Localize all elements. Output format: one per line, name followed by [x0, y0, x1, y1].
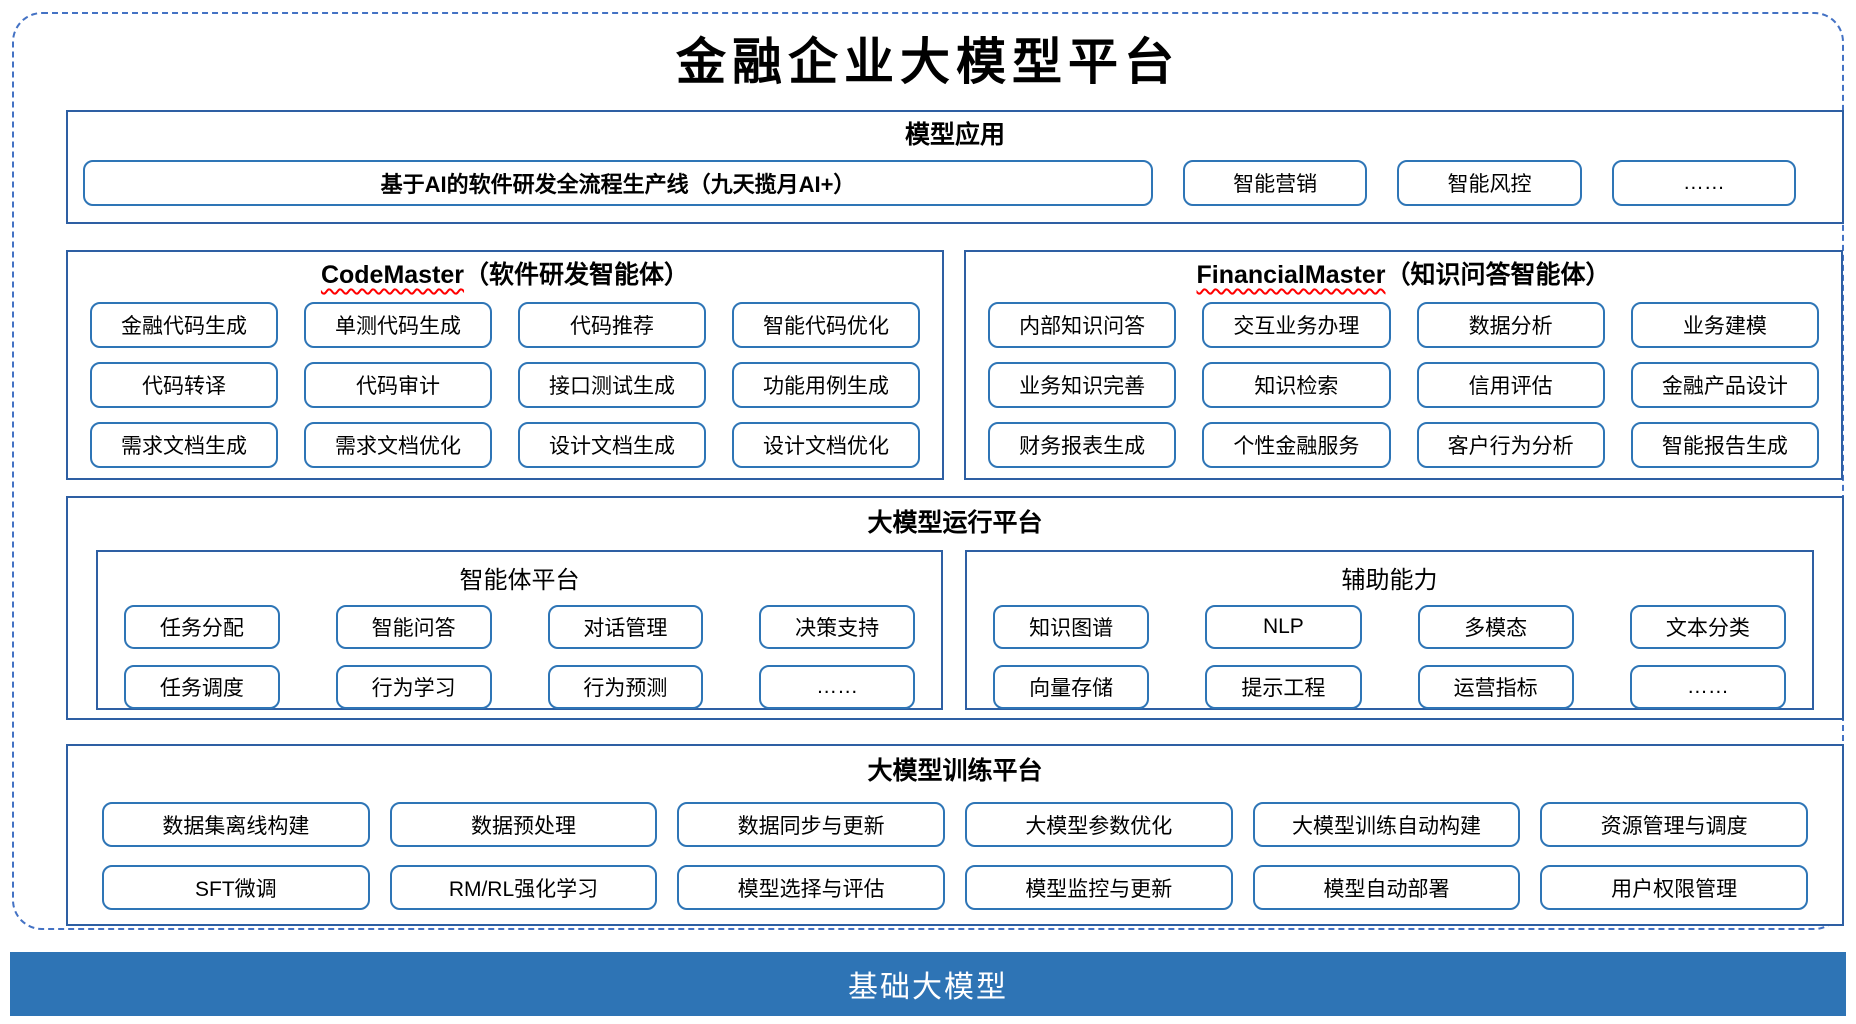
financialmaster-name-zh: （知识问答智能体） — [1385, 261, 1611, 289]
training-box: SFT微调 — [102, 865, 370, 910]
codemaster-box: 需求文档生成 — [90, 422, 278, 468]
panel-aux-capabilities-header: 辅助能力 — [1341, 567, 1438, 594]
codemaster-box: 智能代码优化 — [732, 302, 920, 348]
aux-capabilities-box: 运营指标 — [1417, 665, 1574, 709]
aux-capabilities-grid: 知识图谱 NLP 多模态 文本分类 向量存储 提示工程 运营指标 …… — [967, 605, 1812, 709]
training-box: 数据集离线构建 — [102, 802, 370, 847]
codemaster-grid: 金融代码生成 单测代码生成 代码推荐 智能代码优化 代码转译 代码审计 接口测试… — [68, 302, 942, 468]
training-box: 模型监控与更新 — [964, 865, 1233, 910]
agent-platform-box: 行为学习 — [335, 665, 492, 709]
panel-agent-platform: 智能体平台 任务分配 智能问答 对话管理 决策支持 任务调度 行为学习 行为预测… — [96, 550, 943, 710]
codemaster-box: 代码推荐 — [518, 302, 706, 348]
agent-platform-grid: 任务分配 智能问答 对话管理 决策支持 任务调度 行为学习 行为预测 …… — [98, 605, 941, 709]
agent-platform-box: 行为预测 — [547, 665, 704, 709]
aux-capabilities-box: 向量存储 — [993, 665, 1150, 709]
agent-platform-box: 决策支持 — [759, 605, 915, 649]
training-box: 资源管理与调度 — [1540, 802, 1808, 847]
training-box: 模型选择与评估 — [677, 865, 945, 910]
section-training-header: 大模型训练平台 — [867, 757, 1043, 785]
codemaster-box: 代码转译 — [90, 362, 278, 408]
codemaster-box: 设计文档优化 — [732, 422, 920, 468]
runtime-panels: 智能体平台 任务分配 智能问答 对话管理 决策支持 任务调度 行为学习 行为预测… — [68, 550, 1842, 710]
aux-capabilities-box: 知识图谱 — [993, 605, 1150, 649]
panel-aux-capabilities: 辅助能力 知识图谱 NLP 多模态 文本分类 向量存储 提示工程 运营指标 …… — [965, 550, 1814, 710]
financialmaster-box: 智能报告生成 — [1630, 422, 1819, 468]
training-box: 模型自动部署 — [1252, 865, 1521, 910]
codemaster-box: 代码审计 — [304, 362, 492, 408]
training-grid: 数据集离线构建 数据预处理 数据同步与更新 大模型参数优化 大模型训练自动构建 … — [68, 802, 1842, 910]
financialmaster-box: 业务知识完善 — [988, 362, 1177, 408]
section-codemaster-header: CodeMaster（软件研发智能体） — [68, 260, 942, 290]
codemaster-box: 设计文档生成 — [518, 422, 706, 468]
financialmaster-box: 交互业务办理 — [1202, 302, 1391, 348]
financialmaster-box: 内部知识问答 — [988, 302, 1177, 348]
financialmaster-box: 业务建模 — [1630, 302, 1819, 348]
financialmaster-box: 知识检索 — [1202, 362, 1391, 408]
aux-capabilities-box: 多模态 — [1417, 605, 1574, 649]
codemaster-box: 单测代码生成 — [304, 302, 492, 348]
section-financialmaster-header: FinancialMaster（知识问答智能体） — [966, 260, 1841, 290]
codemaster-box: 接口测试生成 — [518, 362, 706, 408]
agent-platform-box: 智能问答 — [335, 605, 492, 649]
training-box: 数据预处理 — [389, 802, 658, 847]
section-runtime-header: 大模型运行平台 — [867, 509, 1043, 537]
training-box: 数据同步与更新 — [677, 802, 945, 847]
agent-platform-box: …… — [759, 665, 915, 709]
section-model-applications-header: 模型应用 — [904, 121, 1005, 149]
section-training-platform: 大模型训练平台 数据集离线构建 数据预处理 数据同步与更新 大模型参数优化 大模… — [66, 744, 1844, 926]
codemaster-name-en: CodeMaster — [320, 261, 465, 289]
training-box: RM/RL强化学习 — [389, 865, 658, 910]
codemaster-box: 需求文档优化 — [304, 422, 492, 468]
financialmaster-box: 信用评估 — [1416, 362, 1605, 408]
codemaster-box: 功能用例生成 — [732, 362, 920, 408]
financialmaster-name-en: FinancialMaster — [1196, 261, 1386, 289]
foundation-model-bar: 基础大模型 — [10, 952, 1846, 1016]
agent-platform-box: 对话管理 — [547, 605, 704, 649]
outer-dashed-border — [12, 12, 1844, 930]
training-box: 大模型训练自动构建 — [1252, 802, 1521, 847]
agent-platform-box: 任务调度 — [124, 665, 280, 709]
aux-capabilities-box: 提示工程 — [1205, 665, 1362, 709]
codemaster-name-zh: （软件研发智能体） — [464, 261, 690, 289]
training-box: 用户权限管理 — [1540, 865, 1808, 910]
financialmaster-box: 数据分析 — [1416, 302, 1605, 348]
codemaster-box: 金融代码生成 — [90, 302, 278, 348]
section-financialmaster: FinancialMaster（知识问答智能体） 内部知识问答 交互业务办理 数… — [964, 250, 1843, 480]
section-codemaster: CodeMaster（软件研发智能体） 金融代码生成 单测代码生成 代码推荐 智… — [66, 250, 944, 480]
section-runtime-platform: 大模型运行平台 智能体平台 任务分配 智能问答 对话管理 决策支持 任务调度 行… — [66, 496, 1844, 720]
financialmaster-box: 金融产品设计 — [1630, 362, 1819, 408]
aux-capabilities-box: 文本分类 — [1629, 605, 1786, 649]
aux-capabilities-box: NLP — [1205, 605, 1362, 649]
financialmaster-grid: 内部知识问答 交互业务办理 数据分析 业务建模 业务知识完善 知识检索 信用评估… — [966, 302, 1841, 468]
agent-platform-box: 任务分配 — [124, 605, 280, 649]
page-title: 金融企业大模型平台 — [676, 32, 1180, 91]
app-box-smart-risk-control: 智能风控 — [1397, 160, 1582, 206]
app-box-smart-marketing: 智能营销 — [1183, 160, 1368, 206]
section-model-applications: 模型应用 基于AI的软件研发全流程生产线（九天揽月AI+） 智能营销 智能风控 … — [66, 110, 1844, 224]
panel-agent-platform-header: 智能体平台 — [459, 567, 580, 594]
app-box-ai-pipeline: 基于AI的软件研发全流程生产线（九天揽月AI+） — [83, 160, 1153, 206]
training-box: 大模型参数优化 — [964, 802, 1233, 847]
financialmaster-box: 财务报表生成 — [988, 422, 1177, 468]
financialmaster-box: 客户行为分析 — [1416, 422, 1605, 468]
financialmaster-box: 个性金融服务 — [1202, 422, 1391, 468]
app-box-ellipsis: …… — [1611, 160, 1796, 206]
model-applications-row: 基于AI的软件研发全流程生产线（九天揽月AI+） 智能营销 智能风控 …… — [68, 160, 1842, 206]
aux-capabilities-box: …… — [1629, 665, 1786, 709]
